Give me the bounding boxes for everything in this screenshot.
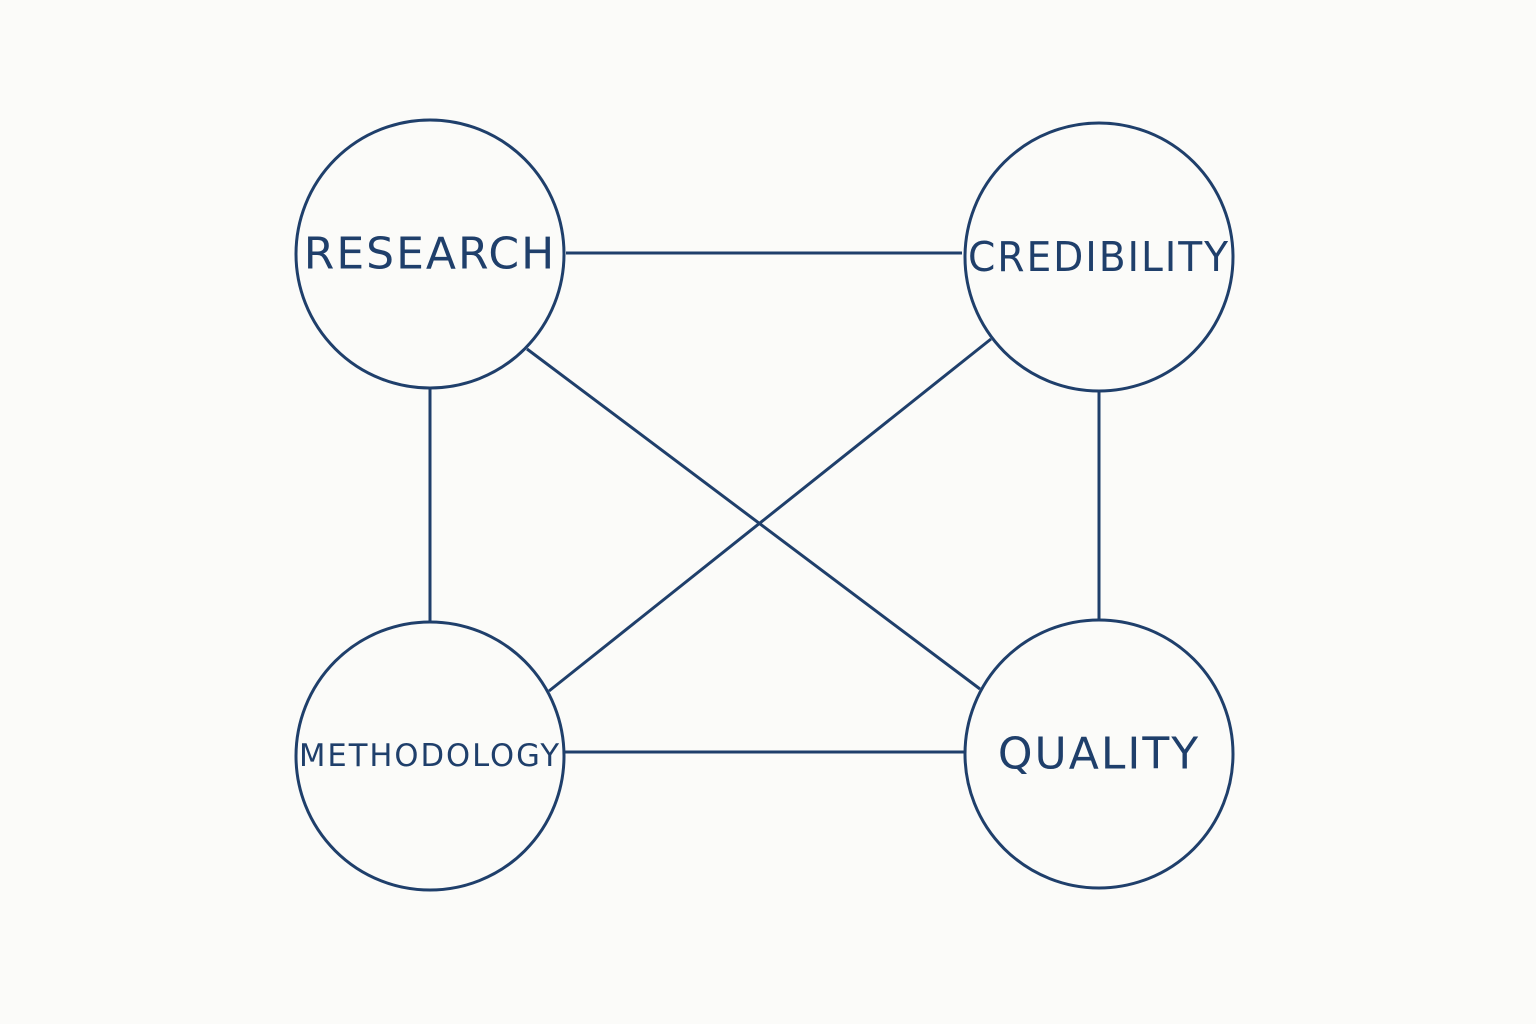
edge-research-quality [526,347,981,691]
node-research: RESEARCH [294,118,566,390]
node-methodology: METHODOLOGY [294,620,566,892]
edge-credibility-methodology [548,337,992,693]
node-methodology-circle [294,620,566,892]
node-quality: QUALITY [963,618,1235,890]
node-credibility-circle [963,121,1235,393]
node-credibility: CREDIBILITY [963,121,1235,393]
nodes-group: RESEARCH CREDIBILITY METHODOLOGY QUALITY [294,118,1235,892]
node-credibility-label: CREDIBILITY [968,233,1230,281]
node-research-label: RESEARCH [304,229,556,280]
node-quality-label: QUALITY [998,729,1200,780]
node-methodology-label: METHODOLOGY [299,738,561,774]
edges-group [428,251,1101,754]
node-research-circle [294,118,566,390]
node-quality-circle [963,618,1235,890]
